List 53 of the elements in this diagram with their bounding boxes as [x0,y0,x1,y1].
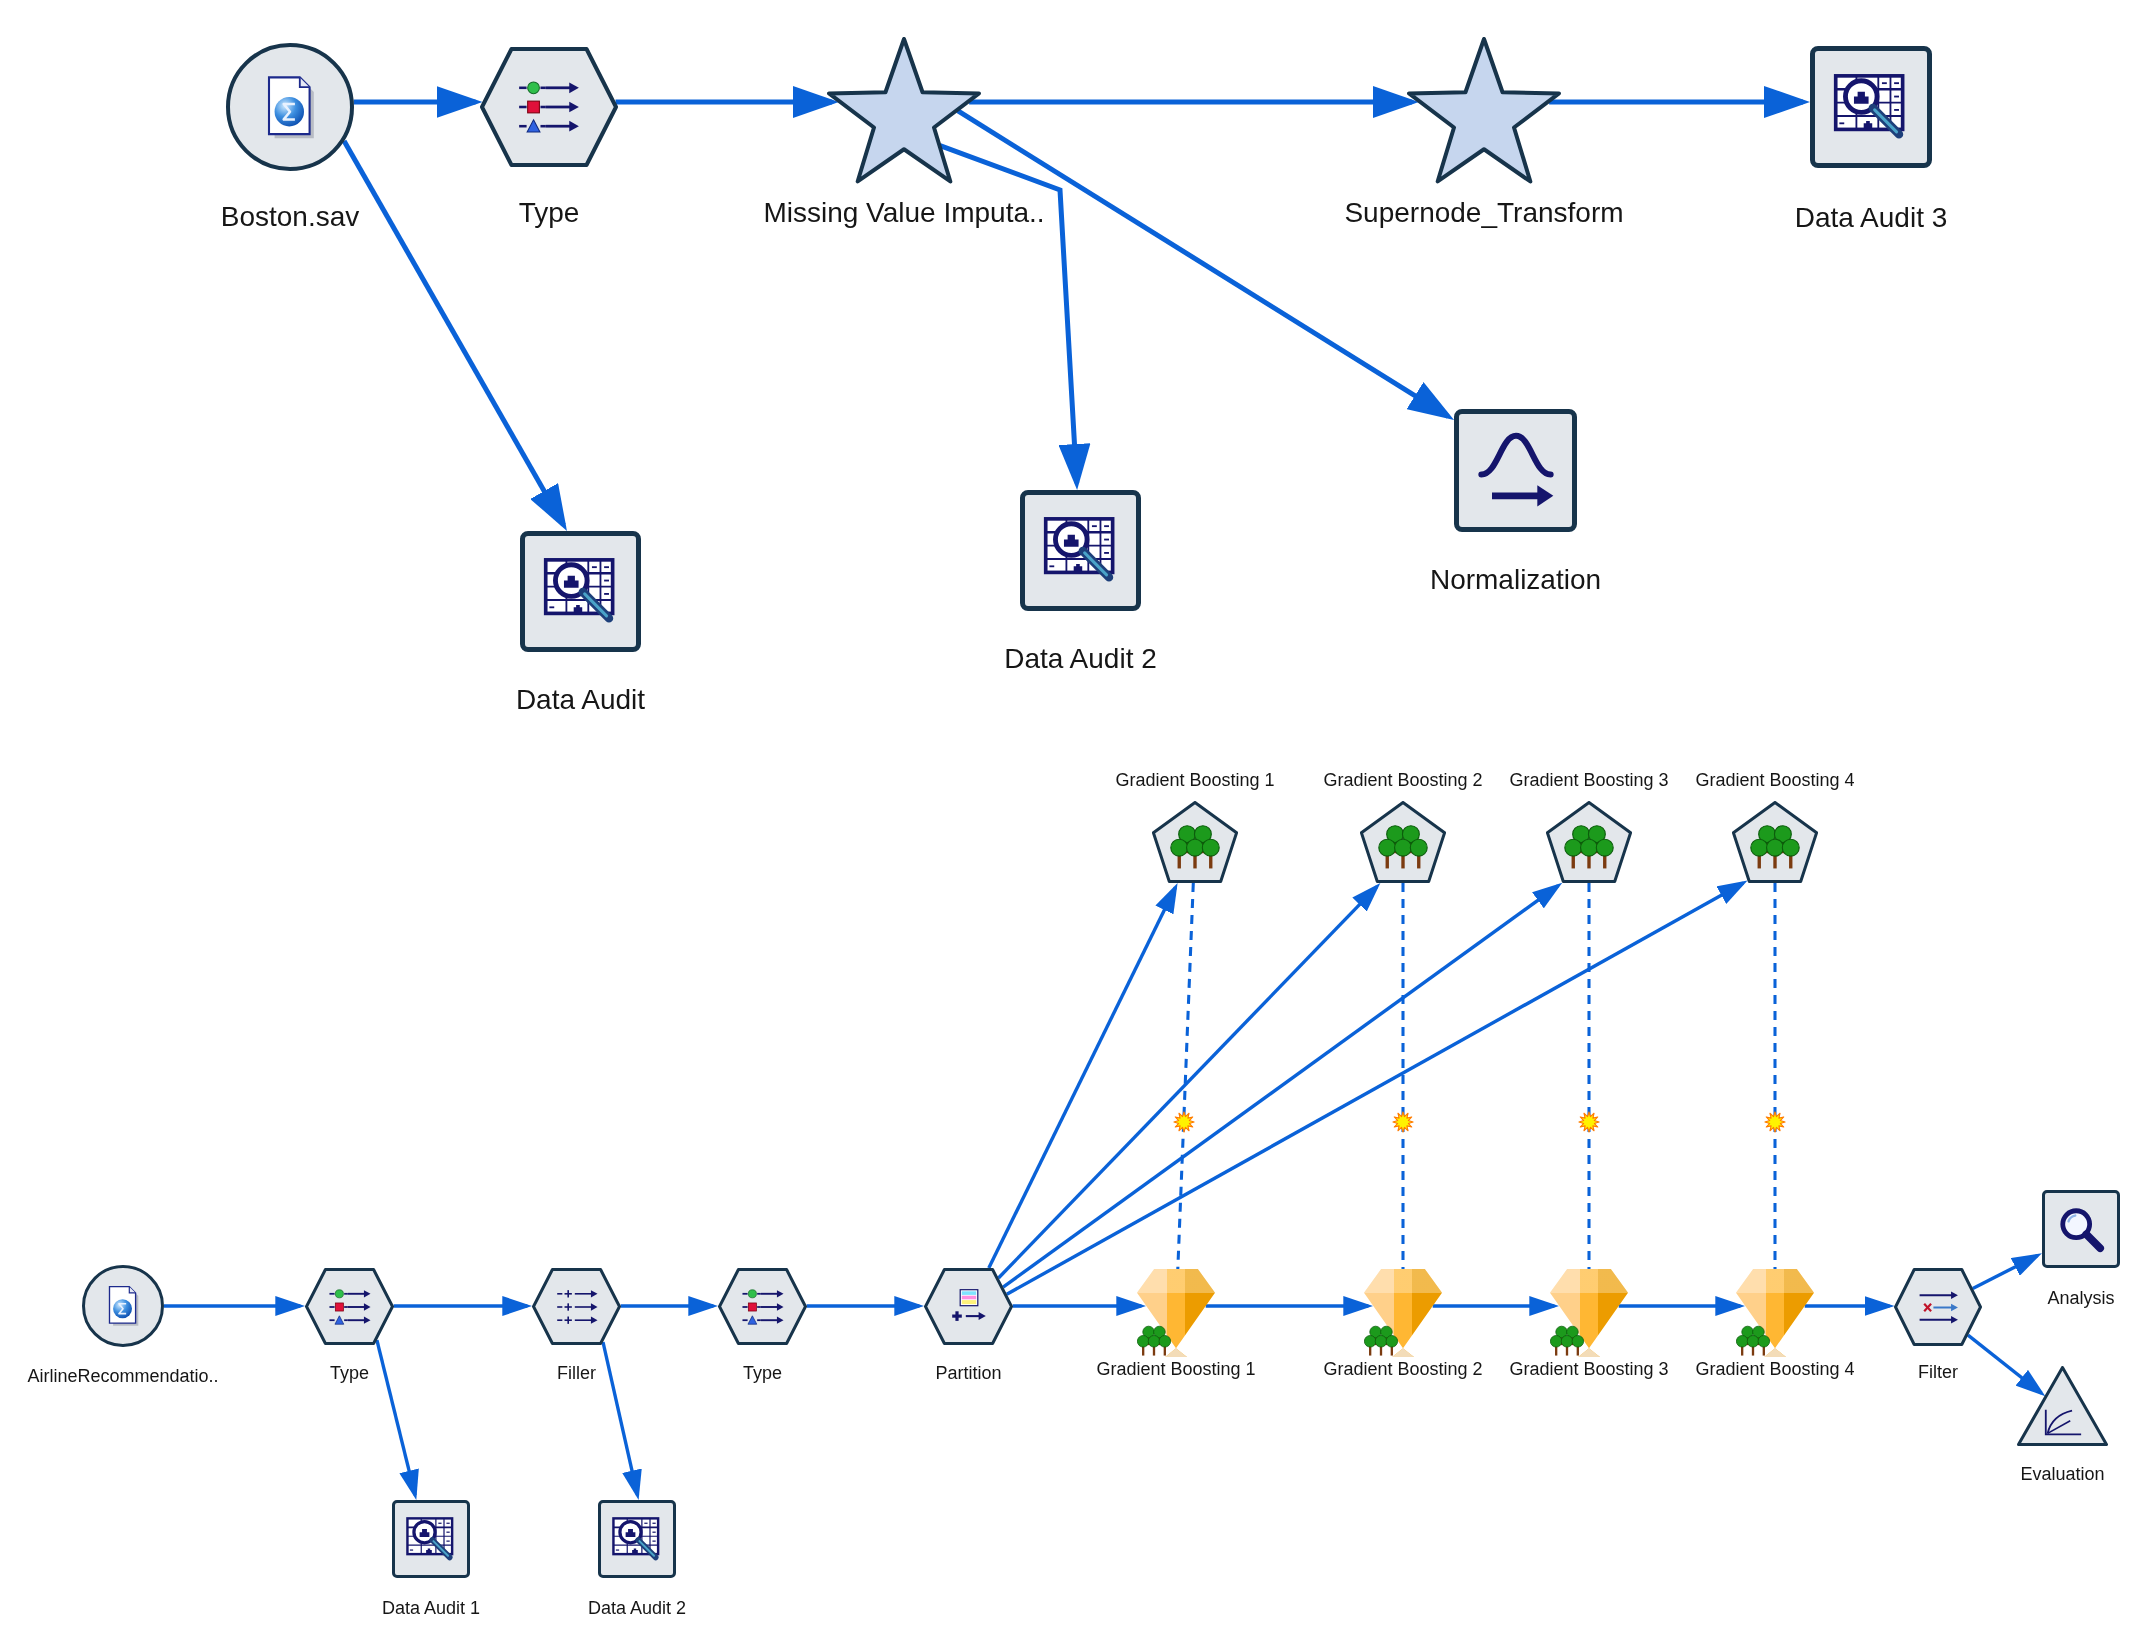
arrow [969,86,1419,118]
arrow [1432,1296,1560,1316]
node-label: Gradient Boosting 3 [1509,1359,1669,1381]
arrow [164,1296,306,1316]
arrow [341,139,567,531]
dashed-connector [1176,882,1195,1270]
node-label: Type [743,1363,782,1385]
arrow [1002,882,1563,1289]
node-label: Boston.sav [220,200,360,234]
node-label: Supernode_Transform [1344,196,1624,230]
arrow [375,1339,419,1500]
dashed-connector [1773,883,1777,1269]
node-label: Partition [935,1363,1002,1385]
arrow [1205,1296,1374,1316]
node-label: Data Audit 1 [381,1598,481,1620]
arrow [353,86,483,118]
node-label: Analysis [2047,1288,2115,1310]
node-label: Missing Value Imputa.. [763,196,1045,230]
dashed-connector [1401,883,1405,1269]
node-label: AirlineRecommendatio.. [27,1366,219,1388]
arrow [1005,880,1748,1296]
arrow [1012,1296,1147,1316]
node-label: Type [518,196,580,230]
arrow [987,883,1178,1269]
node-label: Evaluation [2020,1464,2105,1486]
arrow [1549,86,1810,118]
node-label: Type [330,1363,369,1385]
node-label: Gradient Boosting 2 [1323,770,1483,792]
node-label: Data Audit 3 [1794,201,1948,235]
node-label: Gradient Boosting 1 [1115,770,1275,792]
node-label: Gradient Boosting 4 [1695,1359,1855,1381]
arrow [393,1296,533,1316]
node-label: Data Audit 2 [587,1598,687,1620]
arrow [1804,1296,1895,1316]
node-label: Data Audit [515,683,646,717]
dashed-connector [1587,883,1591,1269]
node-label: Gradient Boosting 3 [1509,770,1669,792]
node-label: Normalization [1429,563,1602,597]
arrow [601,1341,642,1500]
arrow [1966,1333,2046,1397]
arrow [1618,1296,1746,1316]
node-label: Data Audit 2 [1004,642,1157,676]
arrow [806,1296,925,1316]
arrow [1972,1253,2042,1290]
node-label: Filter [1918,1362,1958,1384]
node-label: Gradient Boosting 4 [1695,770,1855,792]
node-label: Gradient Boosting 2 [1323,1359,1483,1381]
node-label: Filler [557,1363,596,1385]
arrow [997,883,1381,1280]
arrow [620,1296,719,1316]
node-label: Gradient Boosting 1 [1096,1359,1256,1381]
arrow [615,86,839,118]
arrow [956,108,1455,420]
